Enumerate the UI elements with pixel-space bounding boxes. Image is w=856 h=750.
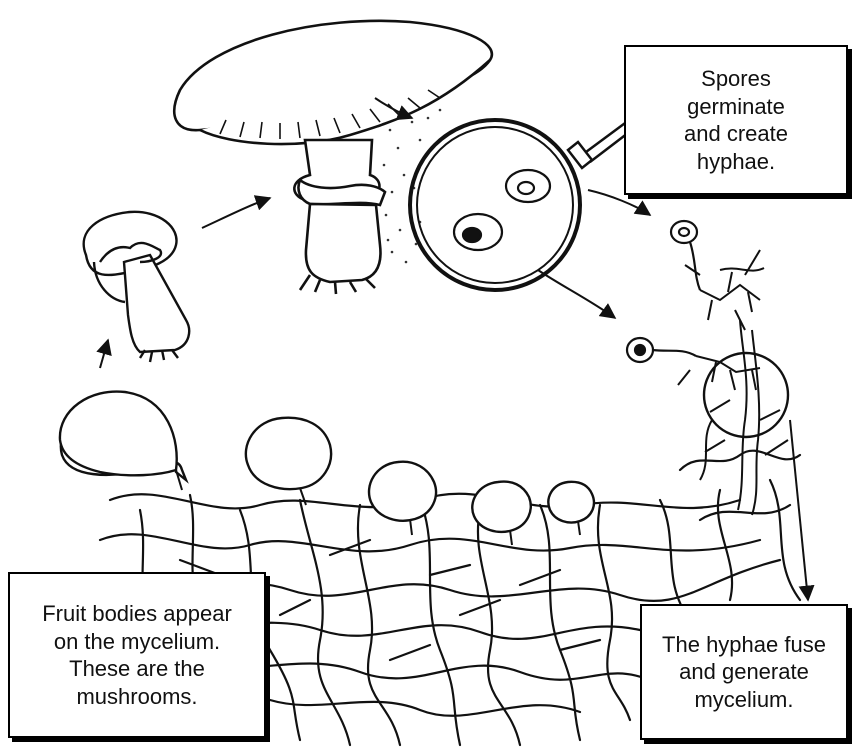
caption-spores-text: Spores germinate and create hyphae. [684, 65, 788, 175]
caption-hyphae-fuse: The hyphae fuse and generate mycelium. [640, 604, 848, 740]
caption-spores-germinate: Spores germinate and create hyphae. [624, 45, 848, 195]
spore-closeups [454, 170, 550, 250]
young-mushroom-icon [84, 212, 189, 362]
caption-fruit-bodies: Fruit bodies appear on the mycelium. The… [8, 572, 266, 738]
caption-fuse-text: The hyphae fuse and generate mycelium. [662, 631, 826, 714]
hyphae-branches [678, 250, 788, 515]
germinating-spores [627, 221, 700, 362]
mature-mushroom-icon [174, 21, 492, 294]
caption-fruit-text: Fruit bodies appear on the mycelium. The… [42, 600, 232, 710]
